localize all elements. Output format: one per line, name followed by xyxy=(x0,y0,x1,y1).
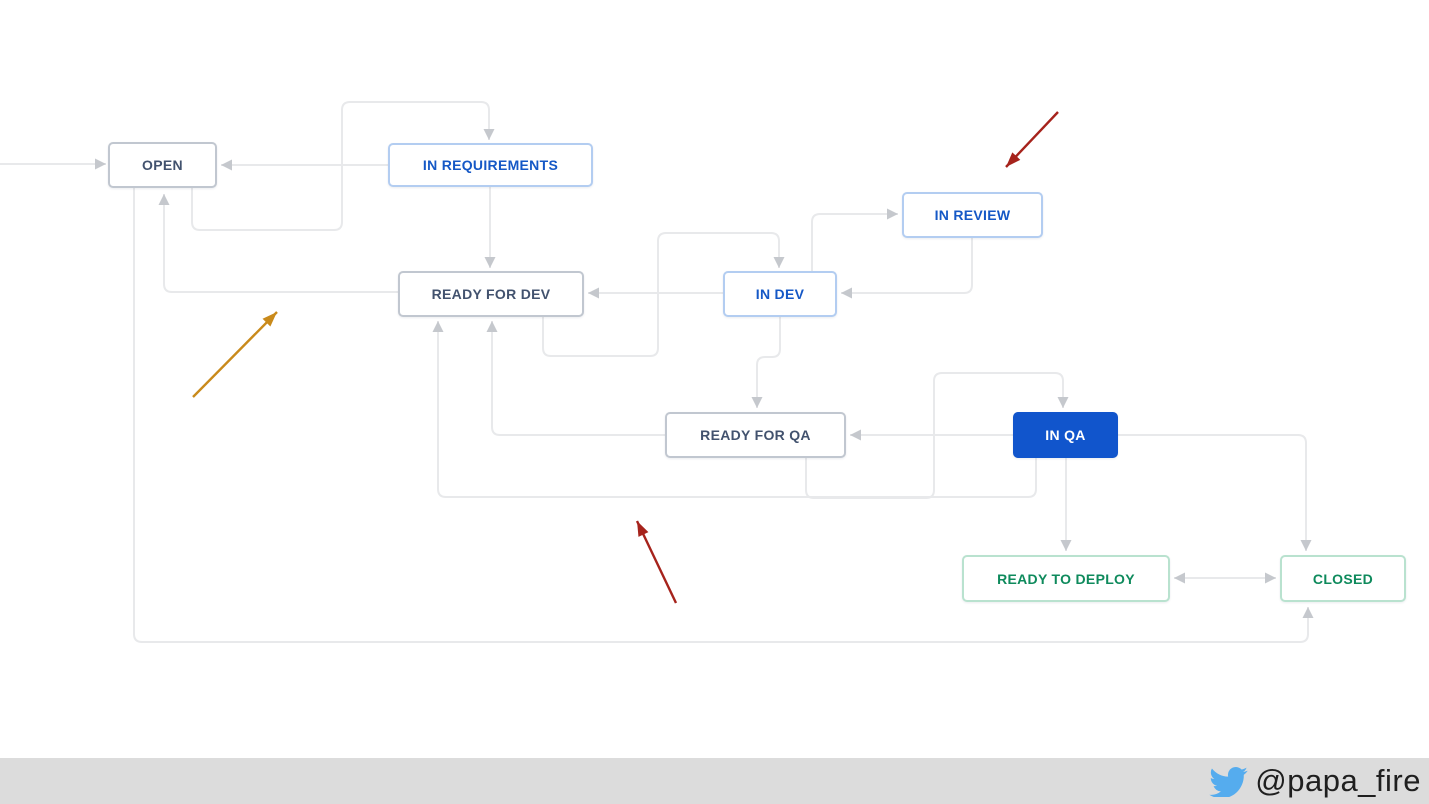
twitter-handle: @papa_fire xyxy=(1255,763,1421,798)
transition-in-qa-to-closed xyxy=(1118,434,1307,551)
arrowhead-ready-for-qa xyxy=(751,397,763,408)
state-open[interactable]: OPEN xyxy=(108,142,217,188)
arrowhead-in-review xyxy=(887,208,898,220)
red-arrow-bottom xyxy=(635,520,678,604)
arrowhead-in-requirements xyxy=(483,129,495,140)
state-closed[interactable]: CLOSED xyxy=(1280,555,1406,602)
state-in-review[interactable]: IN REVIEW xyxy=(902,192,1043,238)
orange-arrow-head xyxy=(262,312,277,327)
transition-ready-for-dev-to-open xyxy=(163,194,398,293)
arrowhead-in-dev xyxy=(841,287,852,299)
arrowhead-ready-for-qa xyxy=(850,429,861,441)
transition-in-dev-to-ready-for-qa xyxy=(756,317,781,408)
arrowhead-open xyxy=(221,159,232,171)
state-in-requirements[interactable]: IN REQUIREMENTS xyxy=(388,143,593,187)
arrowhead-in-qa xyxy=(1057,397,1069,408)
arrowhead-closed xyxy=(1300,540,1312,551)
arrowhead-ready-for-dev xyxy=(588,287,599,299)
state-label: IN REQUIREMENTS xyxy=(422,157,559,173)
state-label: READY TO DEPLOY xyxy=(997,570,1135,587)
transition-ready-for-dev-to-in-dev xyxy=(542,232,780,357)
transition-in-review-to-in-dev xyxy=(841,238,973,294)
state-label: OPEN xyxy=(142,157,183,173)
transition-in-qa-to-ready-for-dev xyxy=(437,321,1037,498)
transition-open-to-closed xyxy=(133,188,1309,643)
red-arrow-bottom-head xyxy=(637,521,649,537)
arrowhead-ready-for-dev xyxy=(484,257,496,268)
arrowhead-ready-for-dev xyxy=(486,321,498,332)
arrowhead-ready-to-deploy xyxy=(1060,540,1072,551)
red-arrow-top-head xyxy=(1006,152,1021,167)
state-ready-for-dev[interactable]: READY FOR DEV xyxy=(398,271,584,317)
state-in-dev[interactable]: IN DEV xyxy=(723,271,837,317)
arrowhead-ready-to-deploy xyxy=(1174,572,1185,584)
state-in-qa[interactable]: IN QA xyxy=(1013,412,1118,458)
orange-arrow xyxy=(192,311,278,398)
state-label: IN REVIEW xyxy=(934,207,1011,223)
arrowhead-in-dev xyxy=(773,257,785,268)
transition-ready-for-qa-to-ready-for-dev xyxy=(491,321,665,436)
twitter-icon xyxy=(1209,765,1248,797)
arrowhead-closed xyxy=(1302,607,1314,618)
state-label: CLOSED xyxy=(1312,570,1374,587)
state-label: READY FOR QA xyxy=(700,427,811,443)
arrowhead-closed xyxy=(1265,572,1276,584)
arrowhead-ready-for-dev xyxy=(432,321,444,332)
transition-in-dev-to-in-review xyxy=(811,213,898,271)
arrowhead-open xyxy=(95,158,106,170)
state-ready-for-qa[interactable]: READY FOR QA xyxy=(665,412,846,458)
state-label: IN DEV xyxy=(755,286,805,302)
footer-bar: @papa_fire xyxy=(0,758,1429,804)
arrowhead-open xyxy=(158,194,170,205)
state-ready-to-deploy[interactable]: READY TO DEPLOY xyxy=(962,555,1170,602)
state-label: IN QA xyxy=(1045,427,1086,443)
state-label: READY FOR DEV xyxy=(431,286,551,302)
